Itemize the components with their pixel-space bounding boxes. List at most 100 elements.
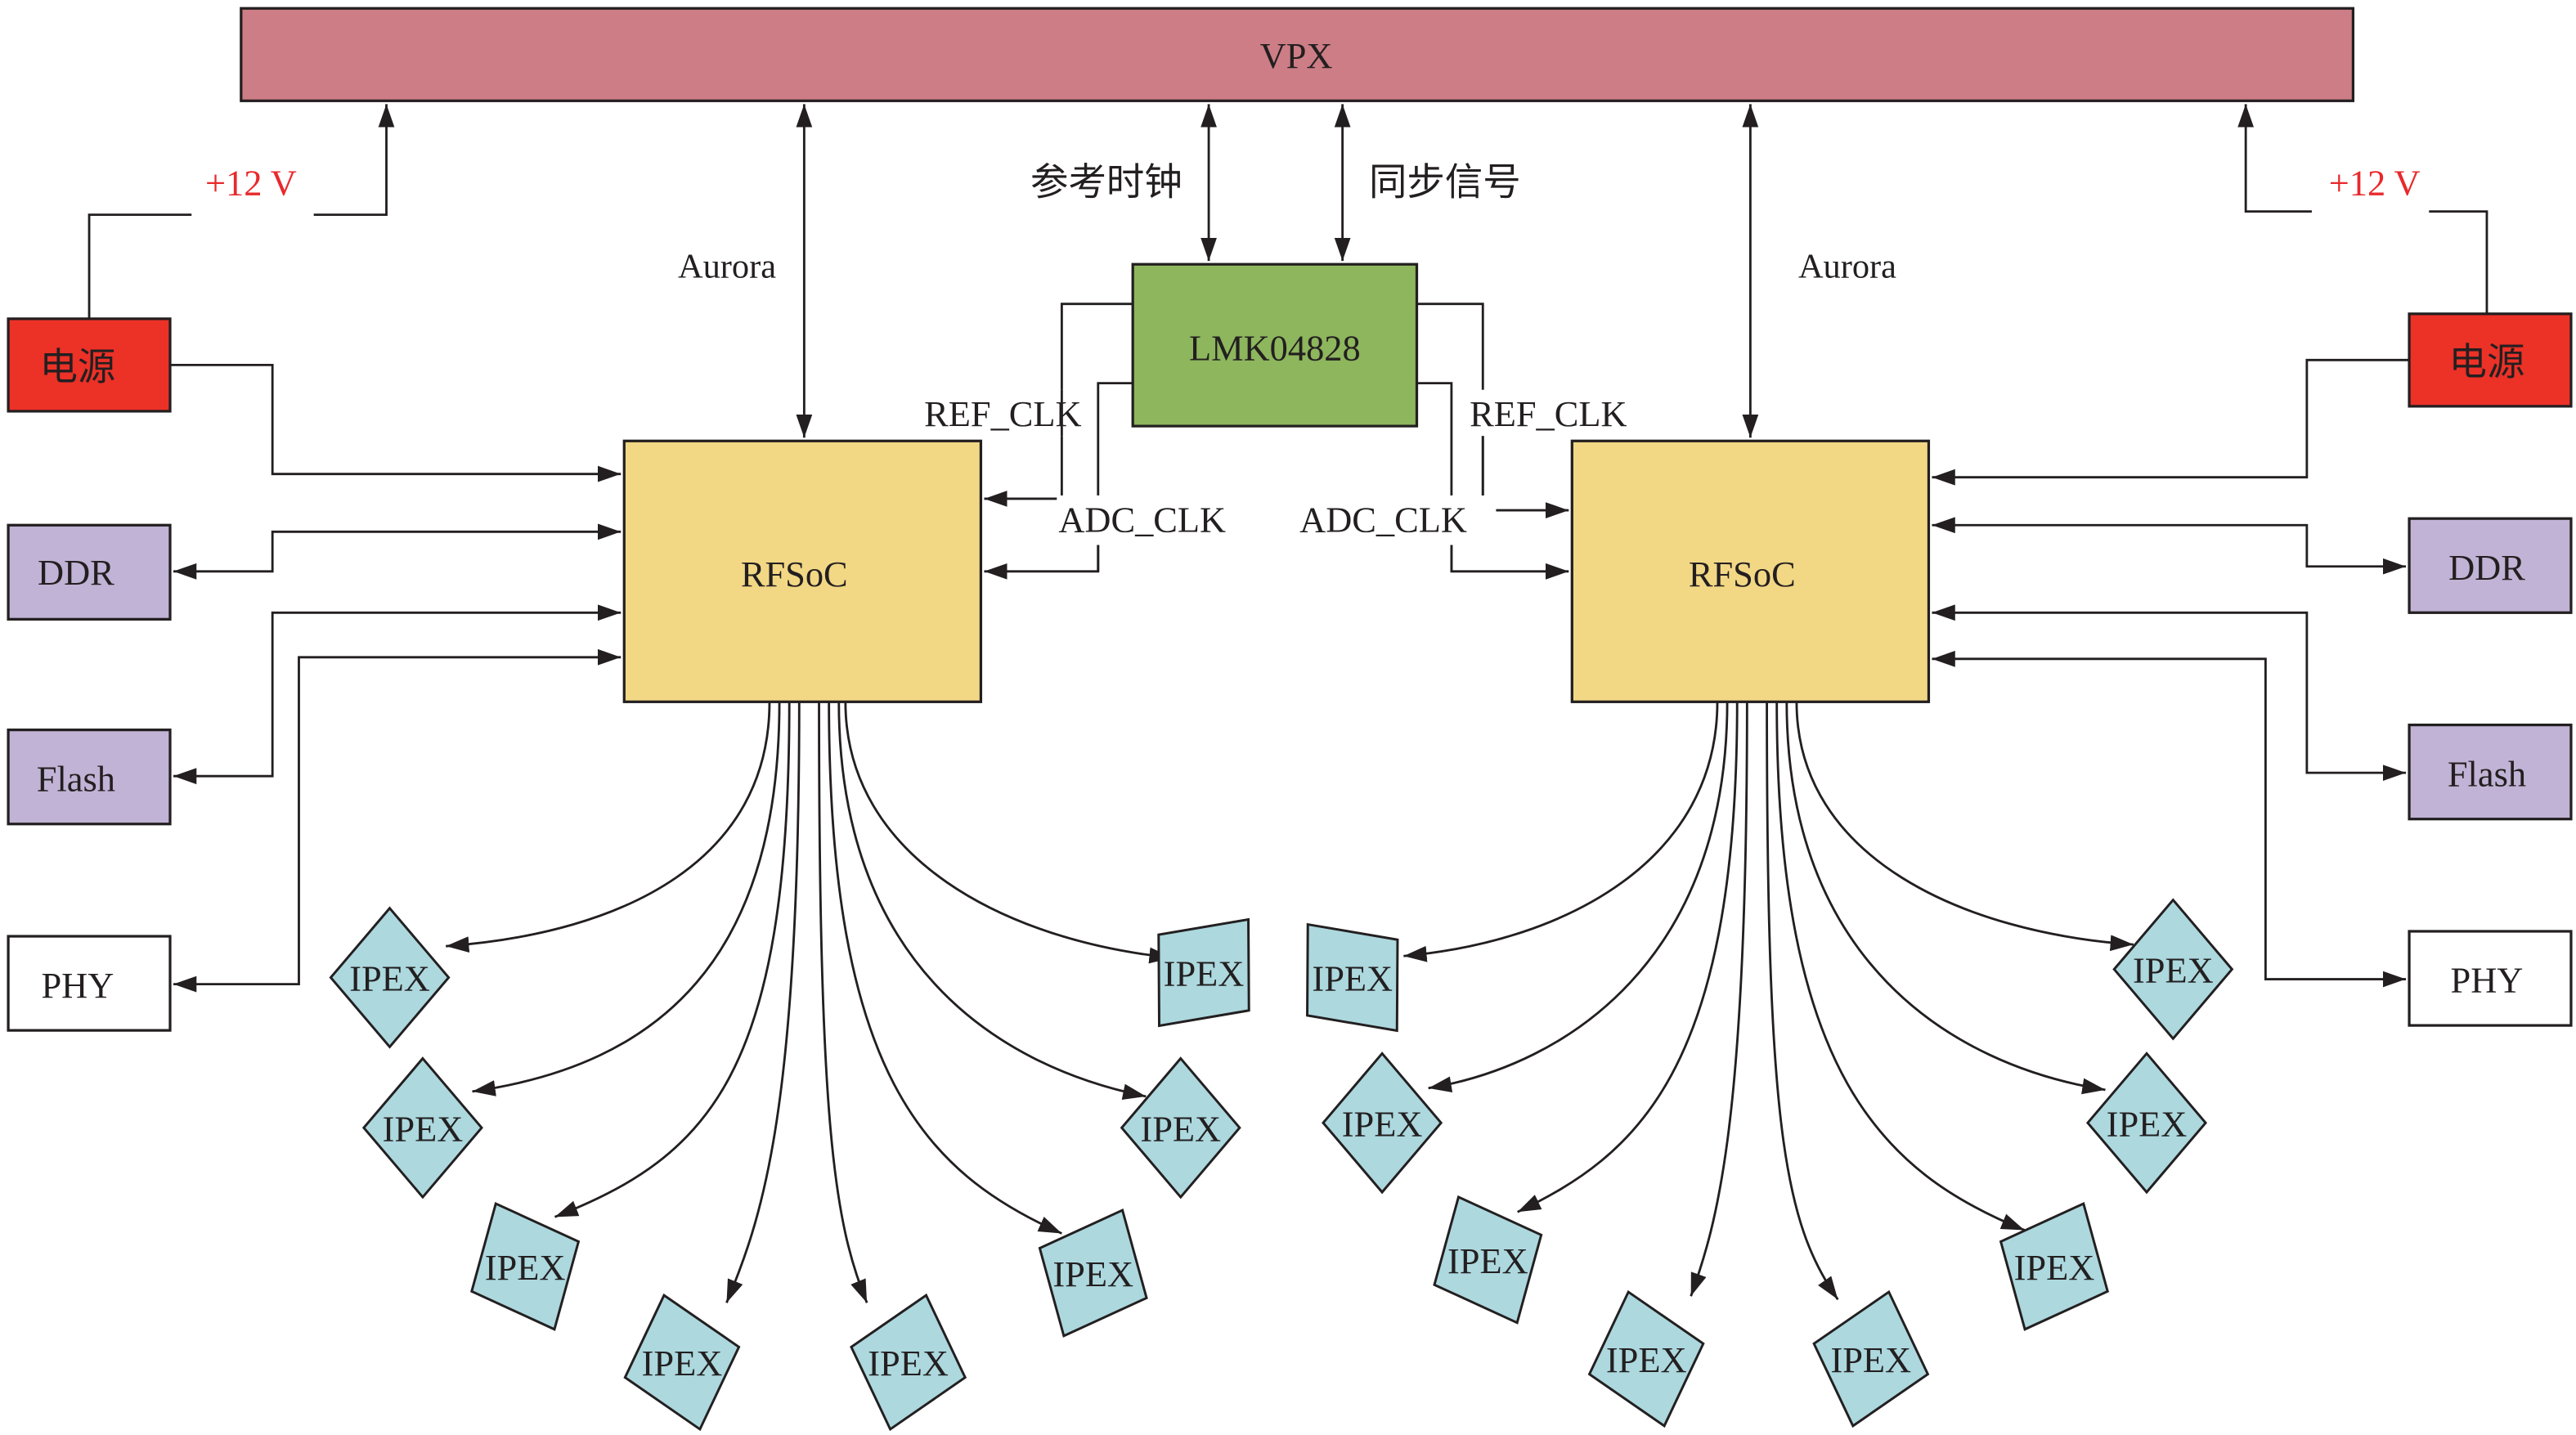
left-flash-block: Flash (7, 729, 172, 826)
right-phy-label: PHY (2451, 960, 2524, 1001)
left-ipex-connector-1: IPEX (329, 906, 451, 1049)
right-ddr-link (1932, 517, 2407, 575)
vpx-label: VPX (1260, 35, 1333, 76)
right-ipex-link-3 (1517, 702, 1739, 1213)
left-ddr-label: DDR (38, 552, 114, 593)
right-phy-link (1932, 650, 2407, 988)
left-phy-label: PHY (41, 965, 114, 1006)
ipex-label: IPEX (1606, 1339, 1687, 1380)
left-ipex-link-8 (844, 702, 1173, 964)
right-ddr-label: DDR (2448, 547, 2525, 588)
ipex-label: IPEX (1140, 1108, 1221, 1149)
clock-chip-label: LMK04828 (1189, 327, 1361, 368)
left-power-block: 电源 (7, 317, 172, 413)
right-ipex-link-7 (1785, 702, 2106, 1095)
left-ipex-connector-2: IPEX (361, 1056, 483, 1200)
left-phy-block: PHY (7, 935, 172, 1032)
right-rfsoc-block: RFSoC (1570, 439, 1931, 703)
right-ipex-connector-7: IPEX (2085, 1052, 2208, 1195)
ipex-shape (470, 1201, 581, 1331)
right-flash-block: Flash (2408, 723, 2573, 821)
right-ipex-connector-6: IPEX (1999, 1201, 2110, 1331)
left-aurora-label: Aurora (678, 247, 776, 285)
right-ipex-connector-4: IPEX (1587, 1289, 1705, 1428)
left-ipex-link-2 (472, 702, 781, 1096)
left-flash-label: Flash (37, 758, 115, 799)
left-ipex-link-5 (818, 702, 868, 1303)
left-rfsoc-label: RFSoC (741, 554, 848, 594)
ipex-shape (1812, 1289, 1930, 1428)
right-ipex-link-1 (1403, 702, 1719, 962)
left-power-to-rfsoc (169, 363, 622, 482)
left-ipex-link-7 (837, 702, 1147, 1100)
clock-chip-block: LMK04828 (1131, 262, 1419, 428)
left-flash-link (173, 604, 622, 785)
right-aurora-label: Aurora (1798, 247, 1896, 285)
ipex-label: IPEX (1052, 1253, 1133, 1294)
ipex-label: IPEX (868, 1343, 949, 1383)
right-rfsoc-label: RFSoC (1689, 554, 1796, 594)
ipex-shape (1322, 1052, 1443, 1195)
ipex-label: IPEX (2133, 950, 2214, 991)
ipex-label: IPEX (1164, 953, 1245, 994)
right-ipex-connector-1: IPEX (1306, 922, 1399, 1033)
left-ipex-link-1 (446, 702, 771, 953)
right-ref-clk-label: REF_CLK (1470, 393, 1627, 434)
ipex-shape (329, 906, 451, 1049)
left-ipex-link-6 (828, 702, 1062, 1235)
left-ipex-connector-6: IPEX (1038, 1209, 1148, 1338)
ipex-shape (1120, 1056, 1241, 1200)
ipex-label: IPEX (642, 1343, 723, 1383)
ipex-label: IPEX (1312, 958, 1393, 999)
ipex-shape (1038, 1209, 1148, 1338)
left-adc-clk-label: ADC_CLK (1058, 499, 1226, 540)
right-ipex-link-5 (1766, 702, 1839, 1301)
left-ipex-connector-8: IPEX (1157, 917, 1250, 1028)
left-power-label: 电源 (39, 348, 115, 389)
ipex-label: IPEX (2107, 1103, 2188, 1144)
right-ipex-connector-2: IPEX (1322, 1052, 1443, 1195)
right-12v-link (2429, 210, 2488, 314)
ipex-label: IPEX (2014, 1247, 2095, 1288)
right-ddr-block: DDR (2408, 517, 2573, 614)
right-ipex-link-4 (1690, 702, 1748, 1297)
ipex-label: IPEX (1342, 1103, 1423, 1144)
left-rfsoc-block: RFSoC (622, 439, 983, 703)
ipex-shape (1157, 917, 1250, 1028)
left-ipex-connector-4: IPEX (623, 1293, 741, 1432)
ipex-label: IPEX (1830, 1339, 1911, 1380)
left-ipex-link-4 (725, 702, 801, 1303)
ipex-shape (2085, 1052, 2208, 1195)
ipex-shape (1587, 1289, 1705, 1428)
ipex-shape (2112, 898, 2234, 1041)
right-power-label: 电源 (2449, 343, 2525, 384)
right-power-block: 电源 (2408, 312, 2573, 408)
right-ipex-link-8 (1795, 702, 2134, 952)
right-voltage-label: +12 V (2329, 162, 2421, 203)
right-power-to-rfsoc (1932, 358, 2410, 486)
left-phy-link (173, 648, 622, 993)
ipex-shape (1433, 1195, 1543, 1325)
left-12v-link (88, 213, 192, 319)
right-adc-clk-label: ADC_CLK (1299, 499, 1467, 540)
ipex-shape (1306, 922, 1399, 1033)
left-ipex-connector-7: IPEX (1120, 1056, 1241, 1200)
left-adc-clk-link (984, 382, 1133, 580)
ref-clock-label: 参考时钟 (1030, 162, 1183, 204)
right-flash-label: Flash (2448, 753, 2526, 794)
ipex-label: IPEX (485, 1247, 566, 1288)
left-ipex-connector-5: IPEX (850, 1293, 967, 1432)
right-ipex-link-6 (1775, 702, 2026, 1231)
right-ipex-connector-8: IPEX (2112, 898, 2234, 1041)
right-phy-block: PHY (2408, 930, 2573, 1027)
right-ipex-connector-3: IPEX (1433, 1195, 1543, 1325)
right-ipex-connector-5: IPEX (1812, 1289, 1930, 1428)
left-ddr-block: DDR (7, 523, 172, 621)
left-ddr-link (173, 523, 622, 580)
right-ipex-group: IPEX IPEX IPEX IPEX IPEX IPEX IPEX IPEX (1306, 702, 2234, 1428)
ipex-shape (850, 1293, 967, 1432)
left-voltage-label: +12 V (205, 162, 297, 203)
ipex-shape (1999, 1201, 2110, 1331)
